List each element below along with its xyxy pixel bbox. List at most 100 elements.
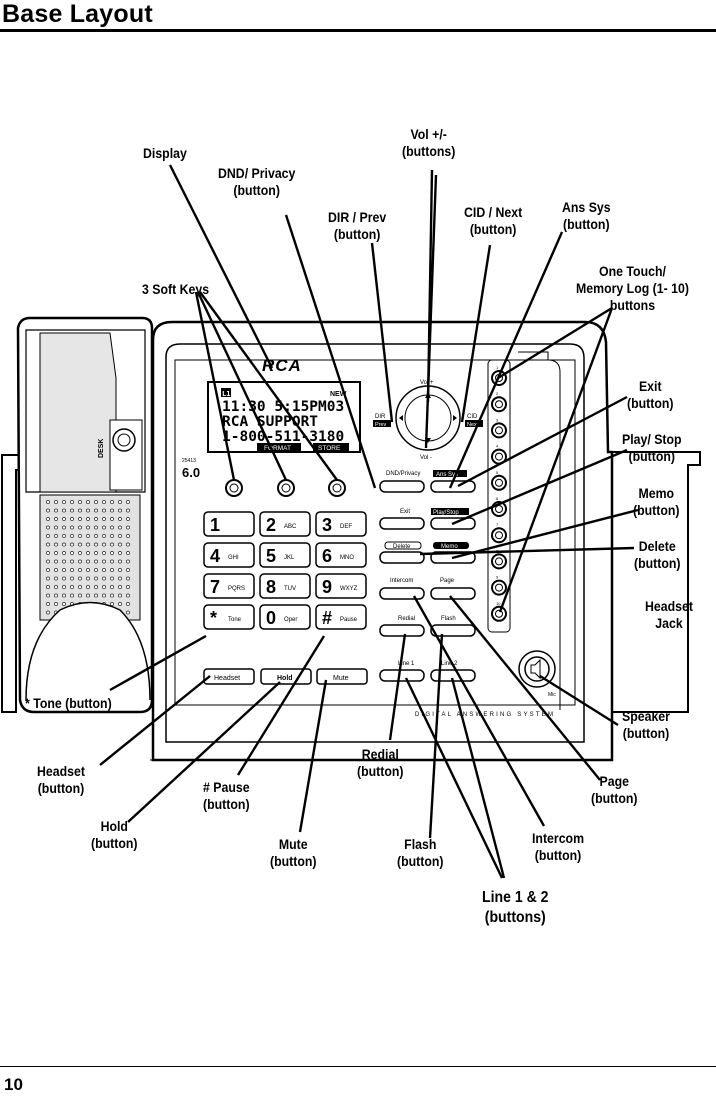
key-digit: 8 bbox=[266, 577, 276, 597]
callout-speaker: Speaker (button) bbox=[622, 708, 670, 742]
grille-hole bbox=[54, 568, 58, 572]
grille-hole bbox=[54, 551, 58, 555]
vol-down-label: Vol - bbox=[420, 455, 432, 461]
key-letters: Oper bbox=[284, 617, 297, 623]
grille-hole bbox=[62, 602, 66, 606]
memory-key-number: 1 bbox=[496, 365, 499, 370]
key-digit: 5 bbox=[266, 546, 276, 566]
grille-hole bbox=[118, 593, 122, 598]
lcd-line-3: 1-800-511-3180 bbox=[222, 429, 344, 445]
softkey-label-2: STORE bbox=[318, 445, 341, 452]
grille-hole bbox=[110, 534, 114, 538]
grille-hole bbox=[126, 585, 130, 589]
grille-hole bbox=[70, 500, 74, 504]
callout-intercom: Intercom (button) bbox=[532, 830, 584, 864]
grille-hole bbox=[46, 534, 50, 538]
grille-hole bbox=[46, 576, 50, 581]
callout-dir-l2: (button) bbox=[333, 226, 381, 242]
grille-hole bbox=[86, 517, 90, 521]
memory-key-7[interactable]: 7 bbox=[491, 522, 507, 544]
grille-hole bbox=[118, 525, 122, 530]
grille-hole bbox=[46, 551, 50, 555]
page-title: Base Layout bbox=[2, 0, 153, 28]
exit-key-label: Exit bbox=[400, 509, 410, 515]
memory-key-10[interactable]: 10 bbox=[491, 601, 507, 622]
callout-cid-l1: CID / Next bbox=[464, 204, 523, 220]
grille-hole bbox=[46, 585, 50, 589]
grille-hole bbox=[62, 500, 66, 504]
memory-key-3[interactable]: 3 bbox=[491, 417, 507, 439]
grille-hole bbox=[70, 508, 74, 513]
soft-keys[interactable] bbox=[225, 479, 346, 497]
model-number: 6.0 bbox=[182, 465, 200, 480]
grille-hole bbox=[94, 508, 98, 513]
grille-hole bbox=[78, 585, 82, 589]
footer-rule bbox=[0, 1066, 716, 1067]
memory-key-5[interactable]: 5 bbox=[491, 470, 507, 491]
dir-label: DIR bbox=[375, 414, 386, 420]
memory-key-number: 3 bbox=[496, 417, 499, 422]
callout-mute-l1: Mute bbox=[278, 836, 308, 852]
grille-hole bbox=[126, 525, 130, 530]
grille-hole bbox=[86, 542, 90, 547]
callout-delete-l1: Delete bbox=[638, 538, 676, 554]
callout-headset-l1: Headset bbox=[37, 763, 85, 779]
key-pound[interactable]: #Pause bbox=[315, 604, 367, 630]
grille-hole bbox=[78, 542, 82, 547]
callout-intercom-l1: Intercom bbox=[532, 830, 585, 846]
key-1[interactable]: 1 bbox=[203, 511, 255, 537]
callout-redial-l1: Redial bbox=[361, 746, 399, 762]
key-digit: 7 bbox=[210, 577, 220, 597]
grille-hole bbox=[102, 585, 106, 589]
grille-hole bbox=[126, 551, 130, 555]
grille-hole bbox=[118, 576, 122, 581]
grille-hole bbox=[54, 593, 58, 598]
speaker-key[interactable]: Mic bbox=[518, 650, 556, 698]
memory-key-6[interactable]: 6 bbox=[491, 496, 507, 517]
grille-hole bbox=[86, 585, 90, 589]
grille-hole bbox=[102, 551, 106, 555]
handset: DESK bbox=[1, 316, 154, 714]
key-digit: 4 bbox=[210, 546, 220, 566]
key-star[interactable]: *Tone bbox=[203, 604, 255, 630]
callout-redial: Redial (button) bbox=[357, 746, 404, 780]
callout-headset-jack: Headset Jack bbox=[645, 598, 693, 632]
redial-key-label: Redial bbox=[398, 616, 415, 622]
grille-hole bbox=[54, 559, 58, 564]
grille-hole bbox=[62, 542, 66, 547]
system-strip: DIGITAL ANSWERING SYSTEM bbox=[415, 712, 555, 718]
callout-display-text: Display bbox=[143, 145, 187, 161]
grille-hole bbox=[62, 508, 66, 513]
grille-hole bbox=[78, 500, 82, 504]
memory-key-2[interactable]: 2 bbox=[491, 391, 507, 413]
bottom-keys[interactable]: Headset Hold Mute bbox=[203, 668, 368, 685]
grille-hole bbox=[54, 500, 58, 504]
grille-hole bbox=[102, 517, 106, 521]
grille-hole bbox=[54, 517, 58, 521]
grille-hole bbox=[94, 593, 98, 598]
grille-hole bbox=[70, 542, 74, 547]
grille-hole bbox=[102, 576, 106, 581]
softkey-label-1: FORMAT bbox=[264, 445, 291, 452]
callout-hold-l1: Hold bbox=[100, 818, 128, 834]
key-digit: # bbox=[322, 608, 332, 628]
callout-memo-l1: Memo bbox=[638, 485, 675, 501]
callout-flash-l2: (button) bbox=[397, 853, 444, 869]
memory-key-4[interactable]: 4 bbox=[491, 444, 507, 465]
memory-key-number: 9 bbox=[496, 575, 499, 580]
grille-hole bbox=[102, 559, 106, 564]
grille-hole bbox=[94, 559, 98, 564]
grille-hole bbox=[54, 602, 58, 606]
memory-key-9[interactable]: 9 bbox=[491, 575, 507, 596]
